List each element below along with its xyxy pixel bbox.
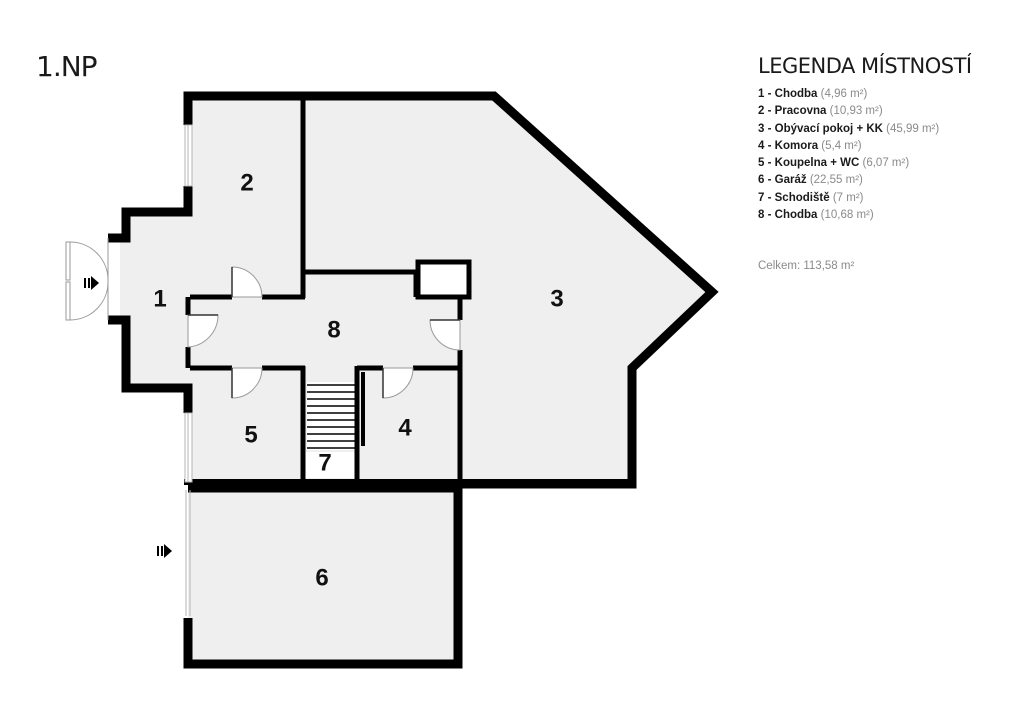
legend-item: 1 - Chodba (4,96 m²) (758, 88, 868, 100)
legend-item: 3 - Obývací pokoj + KK (45,99 m²) (758, 122, 940, 135)
door-swings (187, 266, 461, 399)
total-area: Celkem: 113,58 m² (758, 260, 855, 273)
garage-door (185, 490, 191, 616)
legend-item-area: (6,07 m²) (862, 157, 910, 170)
room-label-1: 1 (153, 285, 166, 312)
legend-item-number: 6 (758, 174, 765, 187)
floor-plan: 1 2 3 4 5 6 7 8 (65, 91, 719, 669)
legend-item-number: 2 (758, 105, 765, 118)
legend-item: 6 - Garáž (22,55 m²) (758, 174, 863, 187)
floor-room-2 (188, 100, 305, 297)
room-label-8: 8 (327, 316, 340, 343)
staircase (305, 382, 357, 478)
legend-item-area: (10,93 m²) (829, 105, 883, 118)
legend-item-number: 5 (758, 157, 765, 170)
legend-item-area: (22,55 m²) (809, 174, 863, 187)
windows (184, 124, 193, 483)
floor-title: 1.NP (36, 50, 98, 83)
legend-item-area: (4,96 m²) (820, 88, 868, 100)
legend-item-number: 4 (758, 139, 765, 152)
room-label-7: 7 (318, 449, 331, 476)
shaft (415, 259, 472, 300)
legend-item: 5 - Koupelna + WC (6,07 m²) (758, 157, 910, 170)
floor-room-3 (305, 100, 709, 482)
legend-item-number: 7 (758, 191, 765, 204)
legend-item-name: Koupelna + WC (774, 157, 860, 170)
legend-item-number: 3 (758, 122, 765, 135)
garage-entrance-arrow-icon (157, 544, 172, 558)
legend-item-area: (5,4 m²) (821, 139, 862, 152)
room-label-2: 2 (240, 169, 253, 196)
entrance-door (65, 238, 109, 321)
legend-item-area: (10,68 m²) (820, 209, 874, 222)
room-label-4: 4 (398, 414, 412, 441)
room-label-6: 6 (315, 564, 328, 591)
room-label-5: 5 (244, 421, 257, 448)
floor-room-4 (357, 368, 462, 480)
walls (108, 91, 719, 669)
floor-room-1 (120, 215, 188, 388)
legend-item-name: Obývací pokoj + KK (774, 122, 883, 135)
legend-title: LEGENDA MÍSTNOSTÍ (758, 54, 972, 78)
room-floors (120, 100, 709, 660)
room-numbers: 1 2 3 4 5 6 7 8 (153, 169, 563, 591)
legend-item-name: Komora (774, 139, 819, 152)
legend-item: 4 - Komora (5,4 m²) (758, 139, 862, 152)
legend-item-number: 8 (758, 209, 765, 222)
legend-item-number: 1 (758, 88, 765, 100)
legend-item-area: (7 m²) (832, 191, 864, 204)
legend-item-name: Chodba (774, 88, 818, 100)
floor-room-6 (188, 482, 456, 660)
legend-item-name: Schodiště (774, 191, 830, 204)
legend-item-name: Pracovna (774, 105, 827, 118)
legend-item: 7 - Schodiště (7 m²) (758, 191, 864, 204)
legend-item-name: Garáž (774, 174, 807, 187)
legend-item: 8 - Chodba (10,68 m²) (758, 209, 874, 222)
legend-item-area: (45,99 m²) (886, 122, 940, 135)
room-label-3: 3 (550, 285, 563, 312)
legend-item-name: Chodba (774, 209, 818, 222)
entrance-arrow-icon (84, 276, 99, 290)
room-legend: LEGENDA MÍSTNOSTÍ 1 - Chodba (4,96 m²) 2… (758, 54, 1018, 272)
legend-item: 2 - Pracovna (10,93 m²) (758, 105, 883, 118)
